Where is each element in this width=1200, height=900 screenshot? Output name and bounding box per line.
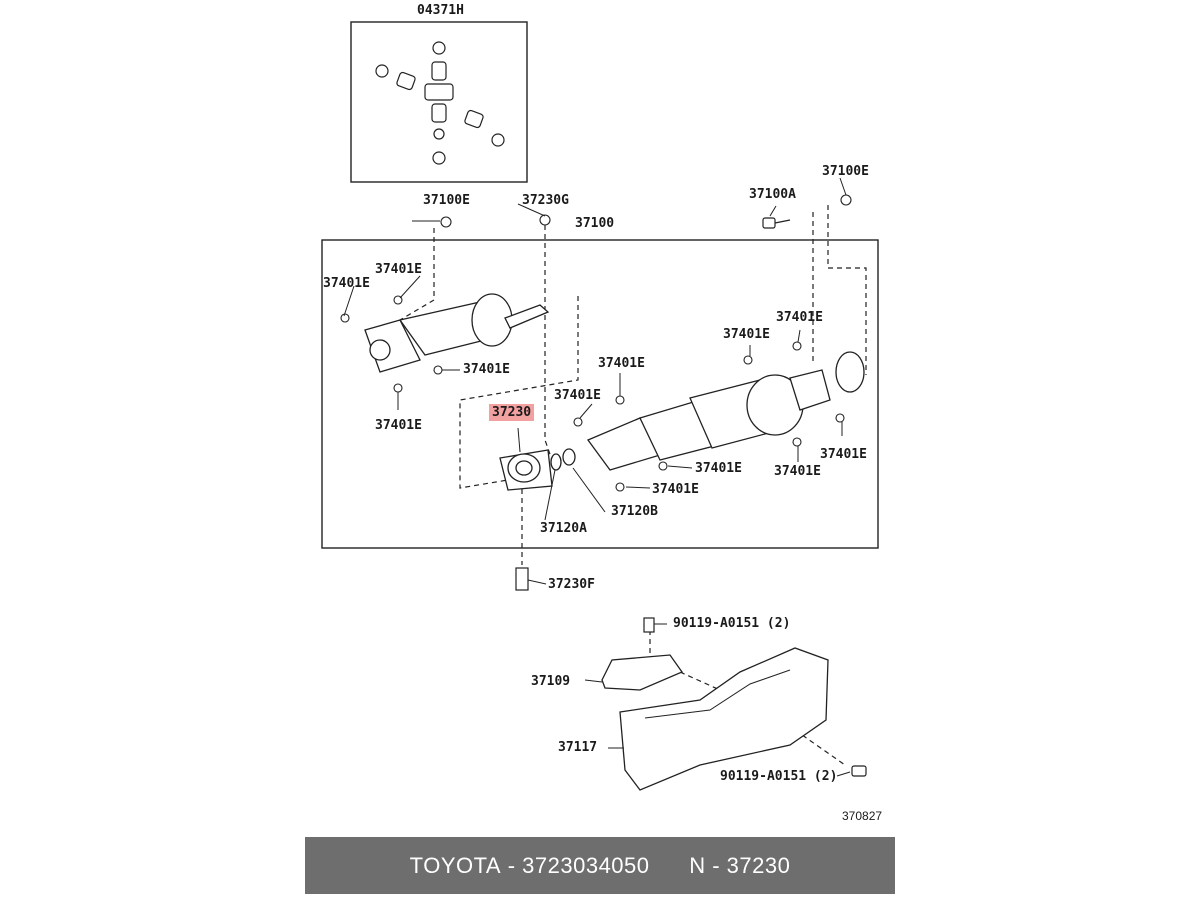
label-nut-top-left[interactable]: 37100E <box>423 193 470 208</box>
label-nut-l2[interactable]: 37401E <box>323 276 370 291</box>
kit-box <box>350 21 528 183</box>
label-nut-l1[interactable]: 37401E <box>375 262 422 277</box>
label-shaft-assembly[interactable]: 37100 <box>575 216 615 231</box>
label-nut-r3[interactable]: 37401E <box>820 447 867 462</box>
footer-gap <box>650 853 690 879</box>
bracket-icon <box>601 654 683 691</box>
label-nut-l4[interactable]: 37401E <box>375 418 422 433</box>
label-nut-r4[interactable]: 37401E <box>774 464 821 479</box>
label-bearing[interactable]: 37230 <box>489 404 535 421</box>
label-bolt-top-right[interactable]: 37100A <box>749 187 796 202</box>
label-bracket[interactable]: 37109 <box>531 674 571 689</box>
center-bearing-icon <box>499 448 576 491</box>
label-bolt-bottom[interactable]: 37230F <box>548 577 595 592</box>
heat-shield-icon <box>619 647 829 791</box>
label-bolt-shield-bottom[interactable]: 90119-A0151 (2) <box>720 769 838 784</box>
label-nut-c1[interactable]: 37401E <box>598 356 645 371</box>
heat-shield-inner <box>644 669 791 719</box>
rear-propeller-shaft-icon <box>586 351 865 471</box>
footer-brand: TOYOTA <box>409 852 502 878</box>
label-shield[interactable]: 37117 <box>558 740 598 755</box>
footer-separator: - <box>501 852 523 878</box>
label-bolt-shield-top[interactable]: 90119-A0151 (2) <box>673 616 791 631</box>
label-nut-r2[interactable]: 37401E <box>776 310 823 325</box>
label-nut-l3[interactable]: 37401E <box>463 362 510 377</box>
footer-part-number: 3723034050 <box>522 852 650 878</box>
label-nut-c4[interactable]: 37401E <box>652 482 699 497</box>
label-nut-c5[interactable]: 37120B <box>611 504 658 519</box>
front-propeller-shaft-icon <box>364 293 550 373</box>
universal-joint-kit-icon <box>375 41 505 165</box>
label-nut-r1[interactable]: 37401E <box>723 327 770 342</box>
assembly-frame <box>321 239 879 549</box>
label-kit[interactable]: 04371H <box>417 3 464 18</box>
footer-note: N - 37230 <box>689 852 791 878</box>
bolt-icons <box>515 217 867 777</box>
label-figure-number: 370827 <box>842 809 883 823</box>
part-footer-bar: TOYOTA - 3723034050 N - 37230 <box>305 837 895 894</box>
label-nut-c3[interactable]: 37401E <box>695 461 742 476</box>
label-nut-c2[interactable]: 37401E <box>554 388 601 403</box>
label-nut-top-right[interactable]: 37100E <box>822 164 869 179</box>
label-washer-c[interactable]: 37120A <box>540 521 587 536</box>
label-washer-top[interactable]: 37230G <box>522 193 569 208</box>
